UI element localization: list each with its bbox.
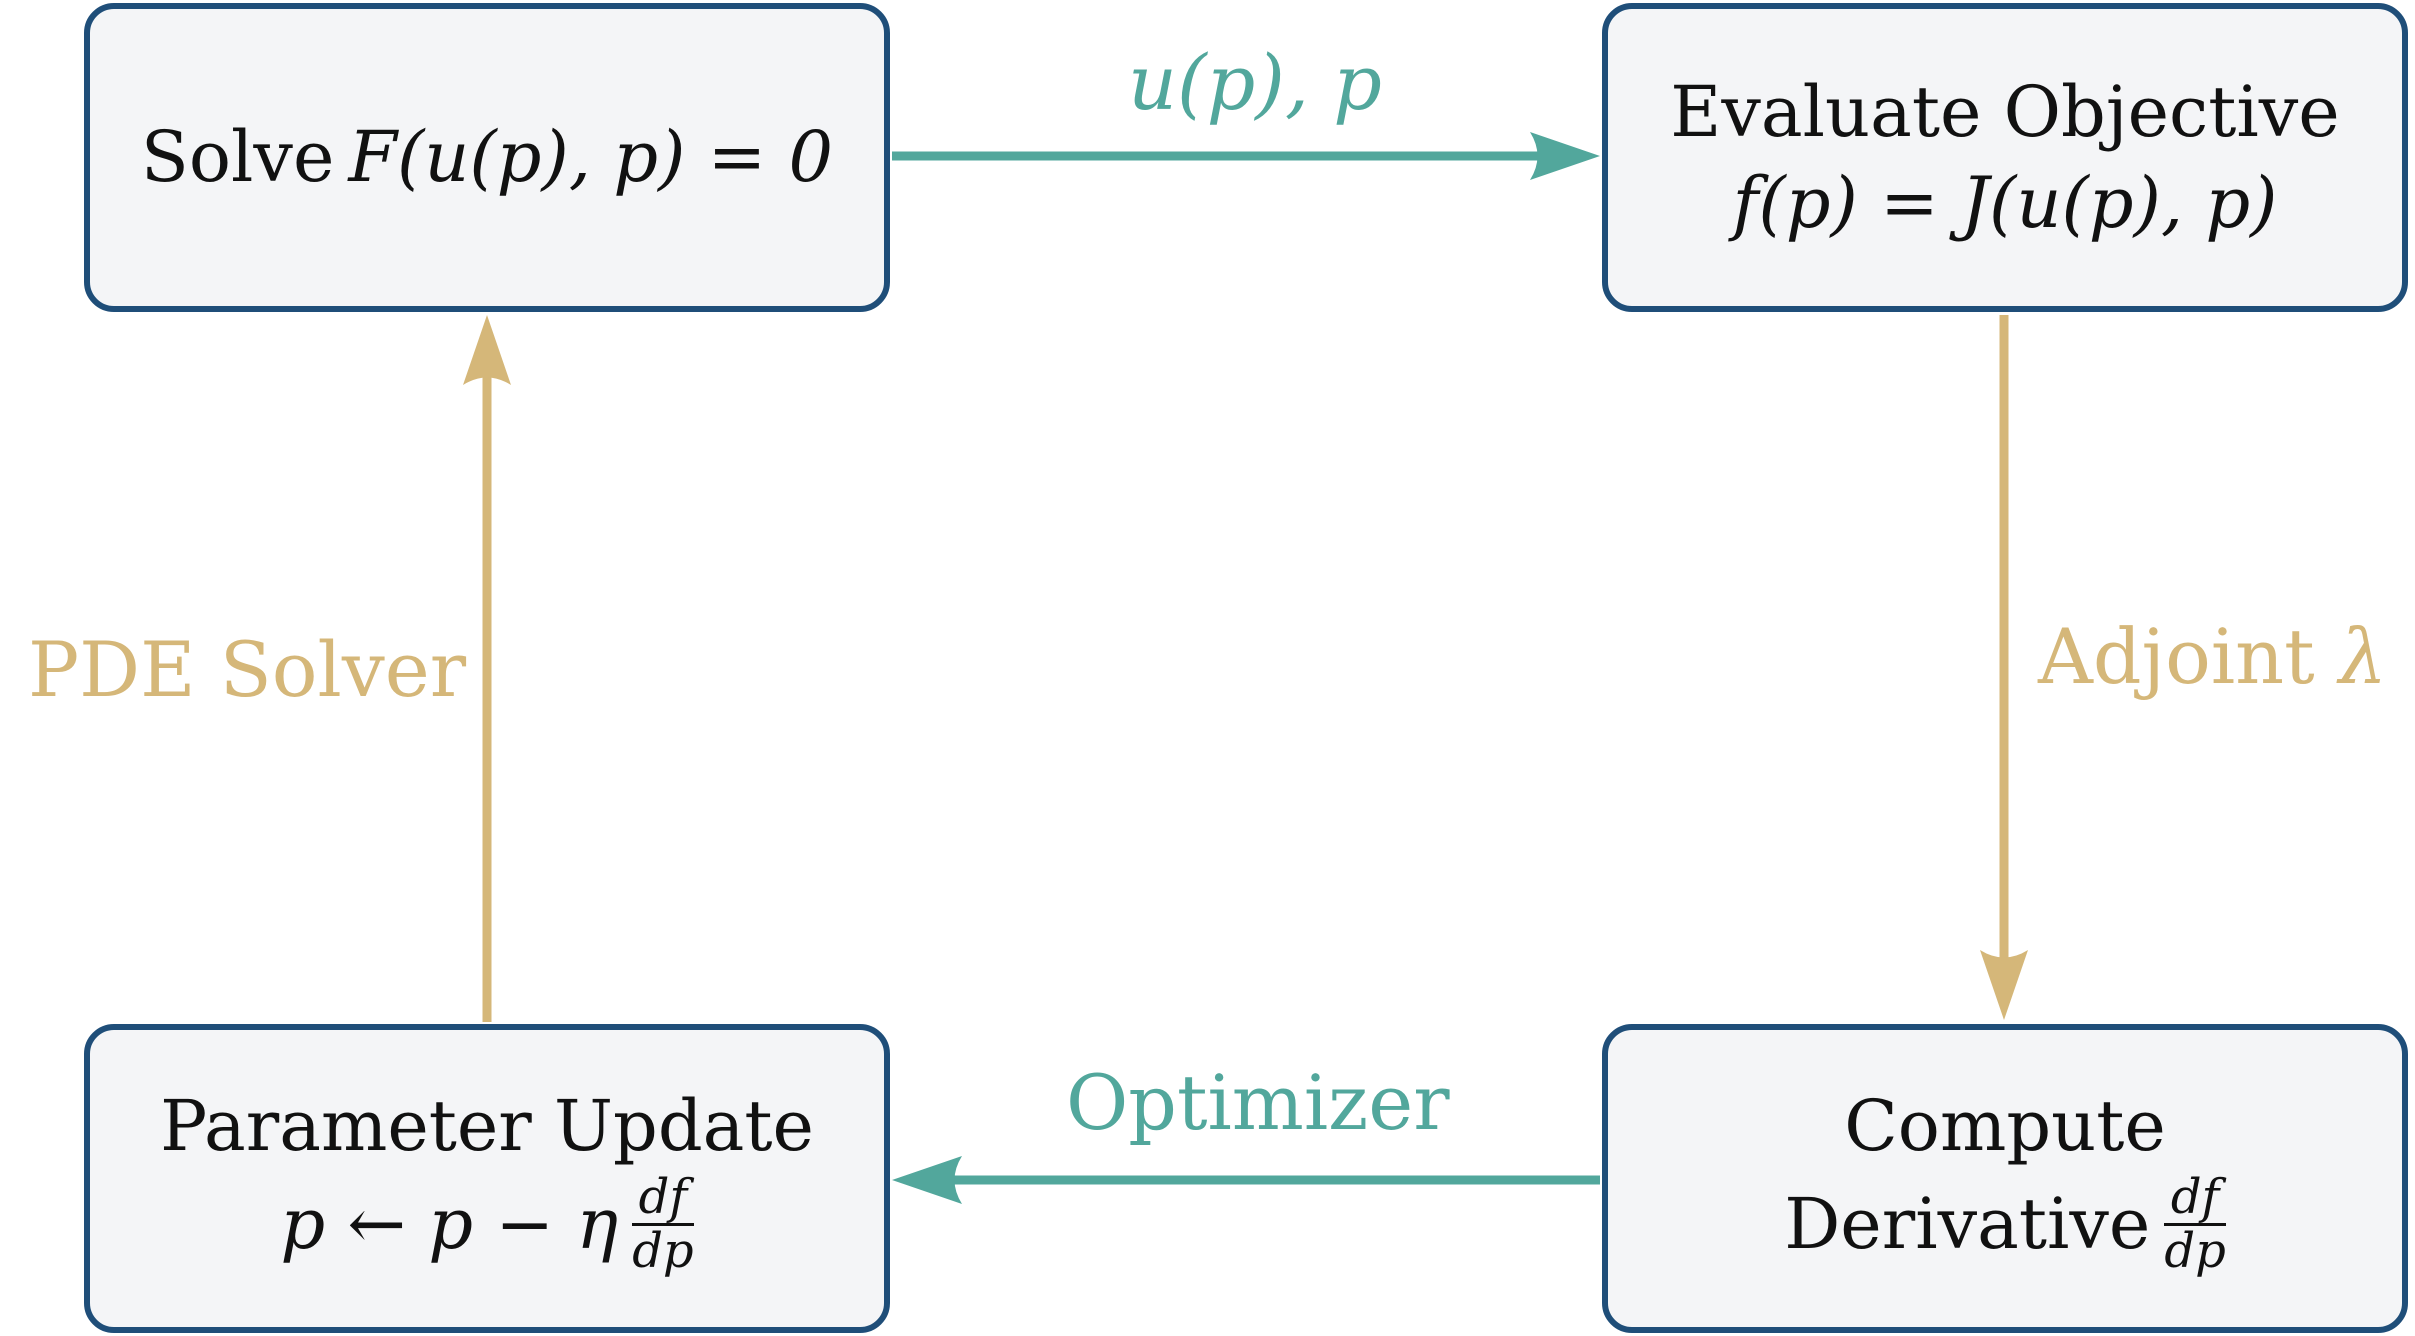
update-node-fraction: df dp <box>632 1169 694 1279</box>
compute-derivative-node: Compute Derivative df dp <box>1602 1024 2408 1333</box>
arrowhead-down-icon <box>1980 950 2028 1020</box>
edge-evaluate-to-derivative <box>1980 315 2028 1020</box>
update-fraction-denominator: dp <box>632 1222 694 1279</box>
solve-node: Solve F(u(p), p) = 0 <box>84 3 890 312</box>
evaluate-node-equation: f(p) = J(u(p), p) <box>1732 161 2278 244</box>
evaluate-objective-node: Evaluate Objective f(p) = J(u(p), p) <box>1602 3 2408 312</box>
edge-derivative-to-update <box>892 1156 1600 1204</box>
edge-label-right-text: Adjoint <box>2038 612 2315 701</box>
derivative-fraction-numerator: df <box>2170 1169 2220 1226</box>
edge-label-top: u(p), p <box>1128 38 1382 127</box>
update-node-equation: p ← p − η <box>280 1182 619 1265</box>
arrowhead-left-icon <box>892 1156 962 1204</box>
solve-node-prefix: Solve <box>140 116 335 198</box>
arrowhead-up-icon <box>463 315 511 385</box>
edge-label-right-symbol: λ <box>2338 612 2387 701</box>
arrowhead-right-icon <box>1530 132 1600 180</box>
edge-update-to-solve <box>463 315 511 1022</box>
parameter-update-node: Parameter Update p ← p − η df dp <box>84 1024 890 1333</box>
solve-node-equation: F(u(p), p) = 0 <box>348 116 834 198</box>
update-fraction-bar <box>632 1222 694 1226</box>
update-fraction-numerator: df <box>638 1169 688 1226</box>
derivative-node-fraction: df dp <box>2164 1169 2226 1279</box>
update-node-title: Parameter Update <box>160 1085 814 1168</box>
derivative-fraction-denominator: dp <box>2164 1222 2226 1279</box>
edge-label-bottom: Optimizer <box>1066 1058 1450 1147</box>
edge-solve-to-evaluate <box>892 132 1600 180</box>
derivative-fraction-bar <box>2164 1222 2226 1226</box>
edge-label-left: PDE Solver <box>28 625 467 714</box>
derivative-node-line2: Derivative <box>1784 1182 2151 1265</box>
derivative-node-line1: Compute <box>1844 1085 2166 1168</box>
evaluate-node-title: Evaluate Objective <box>1670 70 2340 153</box>
edge-label-right: Adjoint λ <box>2038 612 2387 701</box>
